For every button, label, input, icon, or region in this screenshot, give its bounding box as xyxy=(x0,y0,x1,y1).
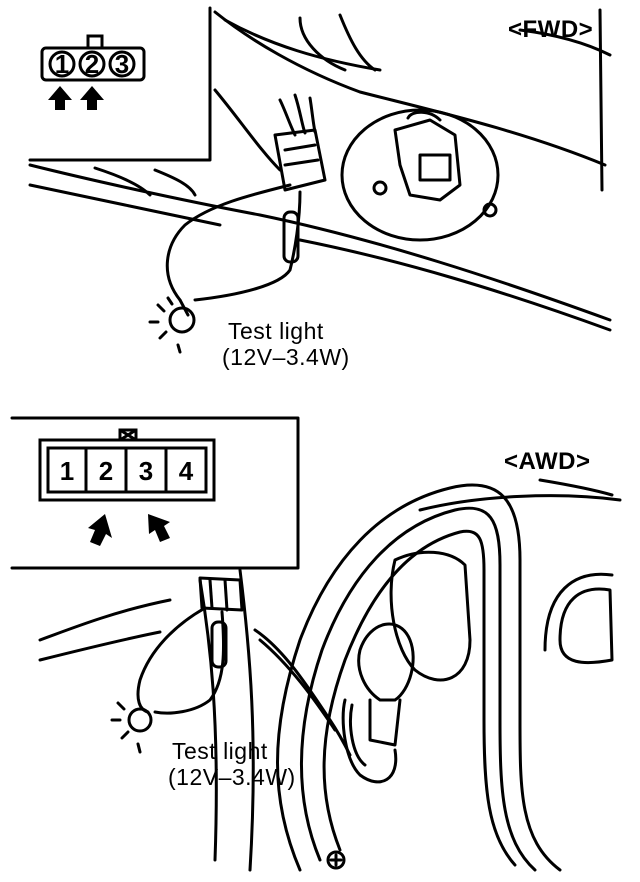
fwd-illustration xyxy=(28,6,612,354)
awd-test-light-label: Test light xyxy=(172,738,268,764)
fwd-test-light-spec: (12V–3.4W) xyxy=(222,344,350,370)
awd-pin-1: 1 xyxy=(60,456,74,486)
fwd-arrow-pin-1 xyxy=(48,86,72,110)
awd-arrow-pin-1 xyxy=(88,514,112,546)
awd-pin-2: 2 xyxy=(99,456,113,486)
fwd-pin-3: 3 xyxy=(115,49,129,79)
awd-label: <AWD> xyxy=(504,448,591,475)
fwd-probe-arrows xyxy=(48,86,104,110)
awd-illustration xyxy=(10,416,622,872)
awd-pin-3: 3 xyxy=(139,456,153,486)
fwd-pin-2: 2 xyxy=(85,49,99,79)
awd-test-light-spec: (12V–3.4W) xyxy=(168,764,296,790)
fwd-test-light-label: Test light xyxy=(228,318,324,344)
awd-connector xyxy=(38,428,216,502)
fwd-arrow-pin-2 xyxy=(80,86,104,110)
awd-arrow-pin-3 xyxy=(148,514,170,542)
awd-pin-4: 4 xyxy=(179,456,194,486)
fwd-label: <FWD> xyxy=(508,16,594,43)
awd-probe-arrows xyxy=(88,514,170,546)
fwd-connector xyxy=(40,34,146,82)
fwd-pin-1: 1 xyxy=(55,49,69,79)
